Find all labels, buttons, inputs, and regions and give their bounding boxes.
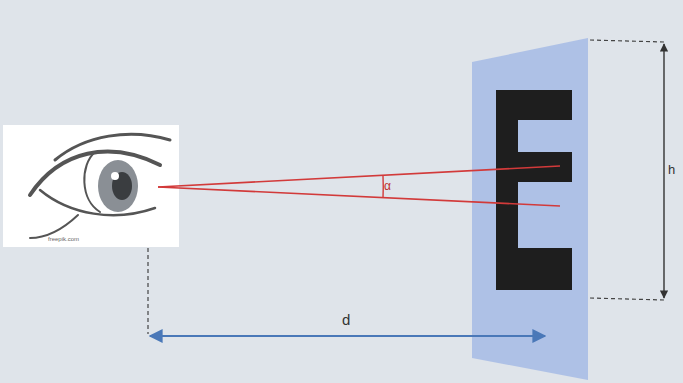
angle-arc [382, 176, 384, 198]
distance-arrow [150, 335, 545, 337]
sight-rays [158, 166, 560, 206]
height-label: h [668, 163, 675, 176]
height-arrow [663, 44, 664, 298]
distance-label: d [340, 312, 352, 327]
eye-panel [3, 125, 179, 247]
iris [98, 160, 138, 212]
eye-icon [30, 134, 170, 238]
dimension-extension [590, 40, 664, 300]
angle-label: α [384, 180, 391, 192]
dimension-extension [147, 248, 148, 334]
pupil [112, 172, 132, 200]
chart-plate [472, 38, 588, 380]
letter-e [496, 90, 572, 290]
eye-glint [111, 172, 119, 180]
watermark: freepik.com [48, 236, 79, 242]
